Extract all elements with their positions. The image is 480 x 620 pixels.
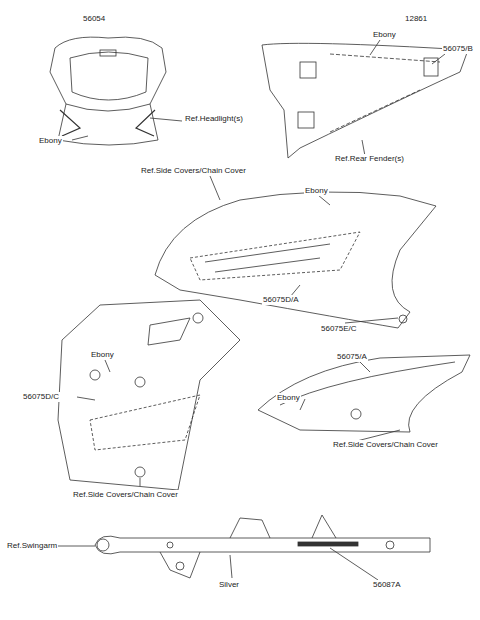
callout-label: 56075E/C (320, 324, 358, 334)
callout-label: Ebony (276, 393, 301, 403)
callout-label: 56075D/A (262, 295, 300, 305)
callout-label: Ref.Side Covers/Chain Cover (72, 490, 179, 500)
callout-label: 56087A (372, 580, 402, 590)
callout-label: 56075/B (442, 44, 474, 54)
callout-label: Ref.Headlight(s) (184, 114, 244, 124)
callout-label: Ebony (372, 30, 397, 40)
callout-label: Ref.Rear Fender(s) (334, 154, 405, 164)
callout-label: Silver (218, 580, 240, 590)
callout-label: Ref.Side Covers/Chain Cover (332, 440, 439, 450)
callout-label: Ebony (304, 186, 329, 196)
callout-label: 56054 (82, 14, 106, 24)
callout-label: 12861 (404, 14, 428, 24)
callout-label: Ref.Side Covers/Chain Cover (140, 166, 247, 176)
callout-label: Ebony (90, 350, 115, 360)
callout-label: 56075/A (336, 352, 368, 362)
callout-label: Ref.Swingarm (6, 541, 58, 551)
callout-label: 56075D/C (22, 392, 60, 402)
callout-label: Ebony (38, 136, 63, 146)
